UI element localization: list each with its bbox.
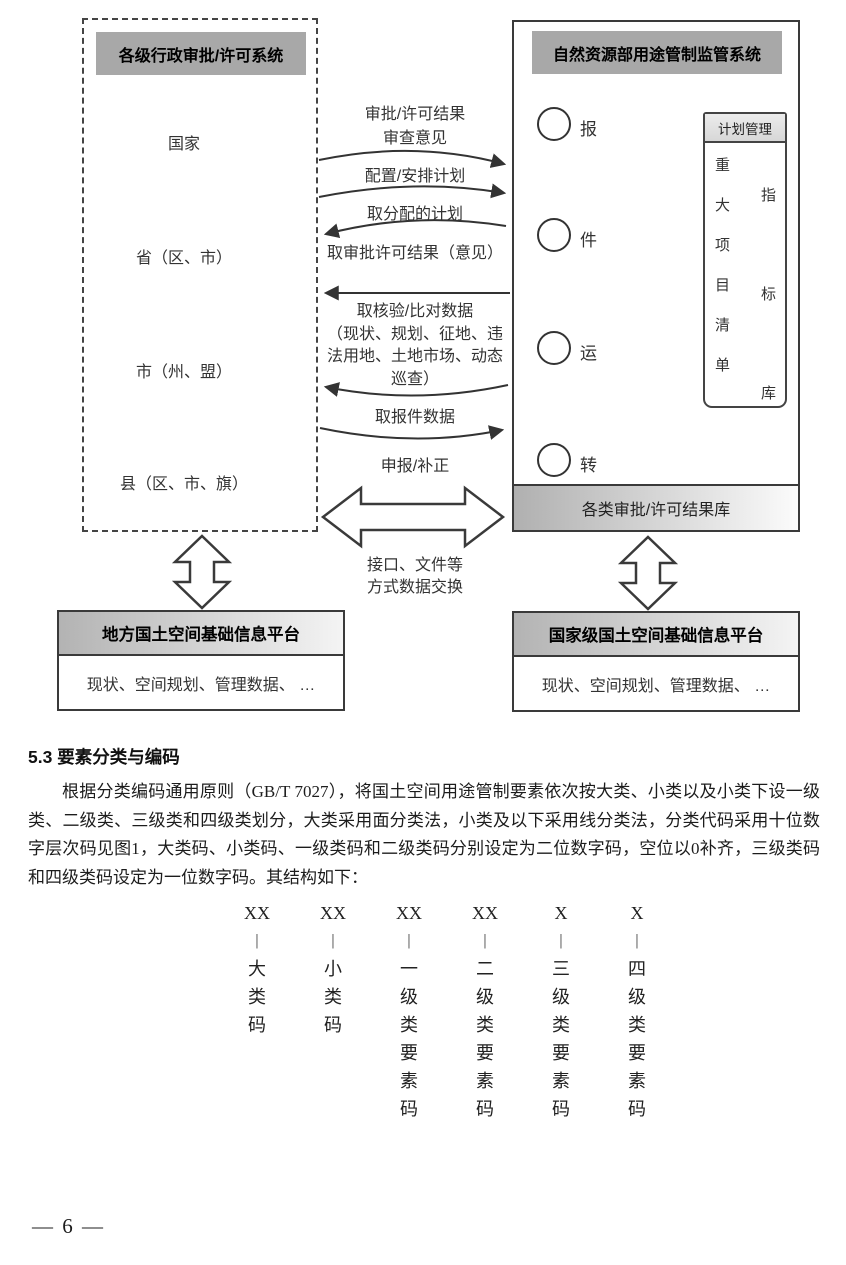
arrow-label-approval-result: 审批/许可结果 — [364, 106, 466, 123]
arrow-right-icon — [319, 425, 505, 440]
code-column-level1: XX | 一 级 类 要 素 码 — [387, 899, 431, 1123]
code-char: 码 — [248, 1015, 266, 1035]
code-char: 码 — [552, 1099, 570, 1119]
flow-node-circle-icon — [537, 443, 571, 477]
code-separator: | — [331, 932, 335, 949]
code-char: 类 — [628, 1015, 646, 1035]
code-char: 素 — [476, 1071, 494, 1091]
flow-node-circle-icon — [537, 107, 571, 141]
code-value: XX — [396, 903, 422, 923]
arrow-label-get-verification-data: 取核验/比对数据（现状、规划、征地、违法用地、土地市场、动态巡查） — [326, 303, 503, 388]
code-char: 三 — [552, 959, 570, 979]
section-paragraph: 根据分类编码通用原则（GB/T 7027），将国土空间用途管制要素依次按大类、小… — [28, 782, 820, 887]
code-column-level2: XX | 二 级 类 要 素 码 — [463, 899, 507, 1123]
right-system-box: 自然资源部用途管制监管系统 报 件 运 转 计划管理 重大项目清单 指标库 各类… — [512, 20, 800, 532]
indicator-library-label: 指标库 — [760, 187, 776, 402]
flow-node-circle-icon — [537, 331, 571, 365]
plan-management-box: 计划管理 重大项目清单 指标库 — [703, 112, 787, 408]
code-separator: | — [407, 932, 411, 949]
admin-level-county: 县（区、市、旗） — [119, 476, 248, 493]
code-value: X — [554, 903, 568, 923]
code-char: 类 — [324, 987, 342, 1007]
local-platform-title: 地方国土空间基础信息平台 — [59, 612, 343, 656]
code-char: 素 — [400, 1071, 418, 1091]
system-architecture-diagram: 各级行政审批/许可系统 国家 省（区、市） 市（州、盟） 县（区、市、旗） 自然… — [57, 18, 800, 712]
code-value: X — [630, 903, 644, 923]
arrow-right-icon — [318, 183, 507, 199]
code-char: 级 — [400, 987, 418, 1007]
code-structure-figure: XX | 大 类 码 XX | 小 类 码 XX | 一 级 类 要 素 码 X… — [235, 899, 659, 1123]
arrow-label-get-approval-result: 取审批许可结果（意见） — [326, 245, 503, 262]
code-char: 素 — [552, 1071, 570, 1091]
double-arrow-vertical-icon — [171, 534, 233, 610]
code-char: 类 — [400, 1015, 418, 1035]
admin-level-national: 国家 — [167, 136, 200, 153]
code-char: 码 — [400, 1099, 418, 1119]
left-system-box: 各级行政审批/许可系统 国家 省（区、市） 市（州、盟） 县（区、市、旗） — [82, 18, 318, 532]
code-value: XX — [244, 903, 270, 923]
double-arrow-vertical-icon — [617, 535, 679, 611]
code-char: 码 — [628, 1099, 646, 1119]
code-char: 码 — [476, 1099, 494, 1119]
flow-node-label: 运 — [580, 344, 597, 363]
national-platform-content: 现状、空间规划、管理数据、 … — [541, 677, 771, 695]
code-column-level4: X | 四 级 类 要 素 码 — [615, 899, 659, 1123]
code-char: 要 — [628, 1043, 646, 1063]
code-column-minor: XX | 小 类 码 — [311, 899, 355, 1123]
code-char: 码 — [324, 1015, 342, 1035]
flow-node-label: 转 — [580, 456, 597, 475]
flow-node-circle-icon — [537, 218, 571, 252]
left-box-title: 各级行政审批/许可系统 — [96, 32, 306, 75]
code-char: 级 — [476, 987, 494, 1007]
admin-level-city: 市（州、盟） — [135, 364, 232, 381]
arrow-label-declare-correct: 申报/补正 — [380, 458, 450, 475]
code-char: 二 — [476, 959, 494, 979]
section-heading: 5.3 要素分类与编码 — [28, 747, 180, 767]
arrow-label-allocate-plan: 配置/安排计划 — [364, 168, 466, 185]
data-exchange-label: 接口、文件等方式数据交换 — [366, 557, 463, 596]
code-char: 素 — [628, 1071, 646, 1091]
local-platform-box: 地方国土空间基础信息平台 现状、空间规划、管理数据、 … — [57, 610, 345, 711]
code-value: XX — [320, 903, 346, 923]
arrow-label-get-allocated-plan: 取分配的计划 — [366, 206, 463, 223]
national-platform-box: 国家级国土空间基础信息平台 现状、空间规划、管理数据、 … — [512, 611, 800, 712]
code-char: 一 — [400, 959, 418, 979]
code-separator: | — [255, 932, 259, 949]
code-char: 大 — [248, 959, 266, 979]
flow-node-label: 件 — [580, 231, 597, 250]
plan-management-title: 计划管理 — [705, 114, 785, 143]
page-number: — 6 — — [32, 1214, 105, 1238]
code-value: XX — [472, 903, 498, 923]
national-platform-title: 国家级国土空间基础信息平台 — [514, 613, 798, 657]
major-project-list-label: 重大项目清单 — [714, 157, 730, 374]
code-column-level3: X | 三 级 类 要 素 码 — [539, 899, 583, 1123]
code-column-major: XX | 大 类 码 — [235, 899, 279, 1123]
right-box-title: 自然资源部用途管制监管系统 — [532, 31, 782, 74]
code-char: 类 — [552, 1015, 570, 1035]
arrow-label-get-report-data: 取报件数据 — [374, 409, 455, 426]
code-separator: | — [483, 932, 487, 949]
code-char: 级 — [628, 987, 646, 1007]
code-char: 类 — [248, 987, 266, 1007]
code-char: 要 — [400, 1043, 418, 1063]
code-char: 小 — [324, 959, 342, 979]
code-separator: | — [635, 932, 639, 949]
arrow-label-review-opinion: 审查意见 — [382, 130, 447, 147]
code-char: 类 — [476, 1015, 494, 1035]
code-char: 要 — [476, 1043, 494, 1063]
local-platform-content: 现状、空间规划、管理数据、 … — [86, 676, 316, 694]
flow-node-label: 报 — [580, 120, 597, 139]
exchange-arrow-icons — [318, 149, 510, 440]
code-char: 四 — [628, 959, 646, 979]
code-separator: | — [559, 932, 563, 949]
code-char: 级 — [552, 987, 570, 1007]
code-char: 要 — [552, 1043, 570, 1063]
approval-result-library-bar: 各类审批/许可结果库 — [514, 484, 798, 530]
double-arrow-horizontal-icon — [320, 485, 506, 549]
admin-level-province: 省（区、市） — [135, 250, 232, 267]
